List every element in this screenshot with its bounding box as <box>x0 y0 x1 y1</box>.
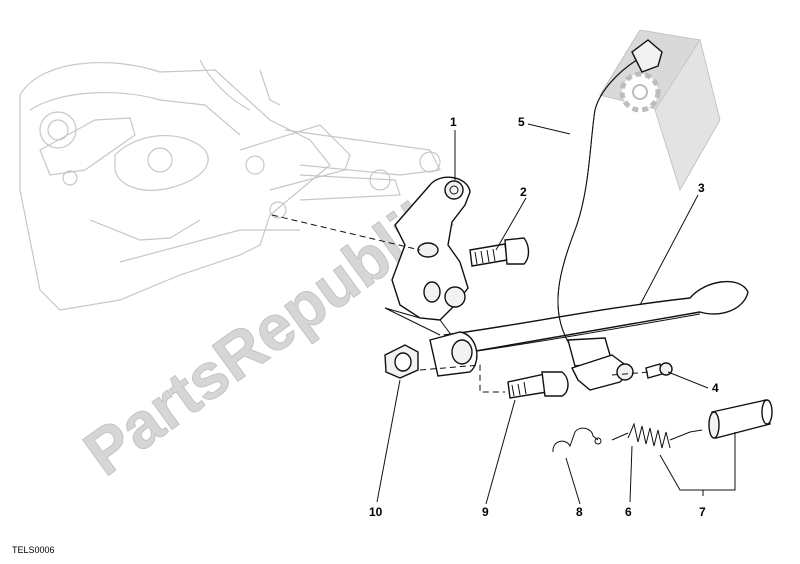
engine-casing-outline <box>19 59 441 311</box>
callout-2: 2 <box>520 185 527 199</box>
callout-10: 10 <box>369 505 383 519</box>
spacer <box>384 344 419 379</box>
callout-6: 6 <box>625 505 632 519</box>
switch-screw <box>645 362 673 379</box>
reference-code: TELS0006 <box>12 545 55 555</box>
leader-lines <box>376 123 736 505</box>
callout-3: 3 <box>698 181 705 195</box>
callout-4: 4 <box>712 381 719 395</box>
gear-flag-icon <box>599 29 721 192</box>
pivot-bolt <box>507 371 569 399</box>
callout-9: 9 <box>482 505 489 519</box>
assembly-lines <box>271 214 651 393</box>
side-stand-bracket <box>384 176 471 341</box>
callout-5: 5 <box>518 115 525 129</box>
pivot-bushing <box>429 331 478 377</box>
callout-8: 8 <box>576 505 583 519</box>
spring <box>611 422 703 449</box>
switch-plate <box>571 354 634 391</box>
callout-7: 7 <box>699 505 706 519</box>
callout-1: 1 <box>450 115 457 129</box>
spring-hook <box>552 427 602 453</box>
side-stand-leg <box>443 280 749 353</box>
spring-sleeve <box>708 399 773 439</box>
bracket-bolt <box>469 237 530 267</box>
